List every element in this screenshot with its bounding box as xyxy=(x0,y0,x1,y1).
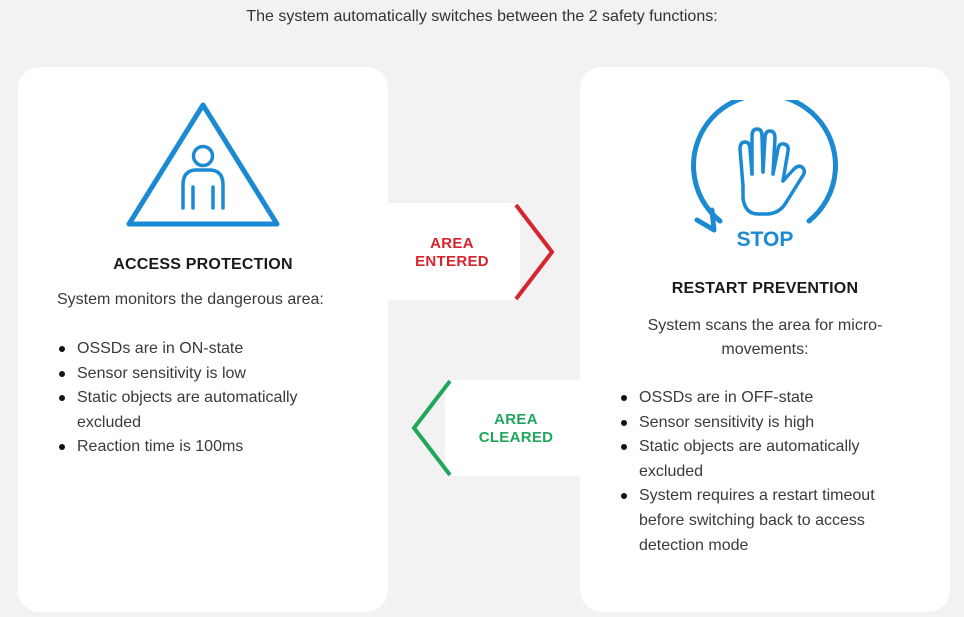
stop-icon-text: STOP xyxy=(737,228,794,250)
area-cleared-band xyxy=(445,380,582,476)
stop-hand-icon: STOP xyxy=(691,100,838,250)
area-cleared-line2: CLEARED xyxy=(478,429,554,446)
list-item: OSSDs are in ON-state xyxy=(57,337,347,362)
list-item: System requires a restart timeout before… xyxy=(619,484,919,558)
page-header: The system automatically switches betwee… xyxy=(246,8,718,25)
list-item: Static objects are automatically exclude… xyxy=(619,435,919,484)
access-protection-card xyxy=(18,67,388,612)
restart-prevention-description: System scans the area for micro-movement… xyxy=(647,317,883,358)
list-item: OSSDs are in OFF-state xyxy=(619,386,919,411)
area-entered-label: AREA ENTERED xyxy=(400,235,504,271)
list-item: Sensor sensitivity is high xyxy=(619,411,919,436)
area-entered-band xyxy=(386,203,520,300)
list-item: Reaction time is 100ms xyxy=(57,435,347,460)
area-cleared-line1: AREA xyxy=(494,411,538,428)
restart-prevention-title: RESTART PREVENTION xyxy=(671,280,859,297)
area-entered-line2: ENTERED xyxy=(415,253,489,270)
access-protection-description: System monitors the dangerous area: xyxy=(57,291,324,308)
list-item: Sensor sensitivity is low xyxy=(57,362,347,387)
access-protection-title: ACCESS PROTECTION xyxy=(113,256,293,273)
chevron-right-icon xyxy=(514,203,555,301)
access-protection-list: OSSDs are in ON-state Sensor sensitivity… xyxy=(57,337,347,460)
area-cleared-label: AREA CLEARED xyxy=(462,411,570,447)
chevron-left-icon xyxy=(411,379,452,477)
list-item: Static objects are automatically exclude… xyxy=(57,386,347,435)
area-entered-line1: AREA xyxy=(430,235,474,252)
warning-person-icon xyxy=(126,102,280,227)
restart-prevention-list: OSSDs are in OFF-state Sensor sensitivit… xyxy=(619,386,919,558)
